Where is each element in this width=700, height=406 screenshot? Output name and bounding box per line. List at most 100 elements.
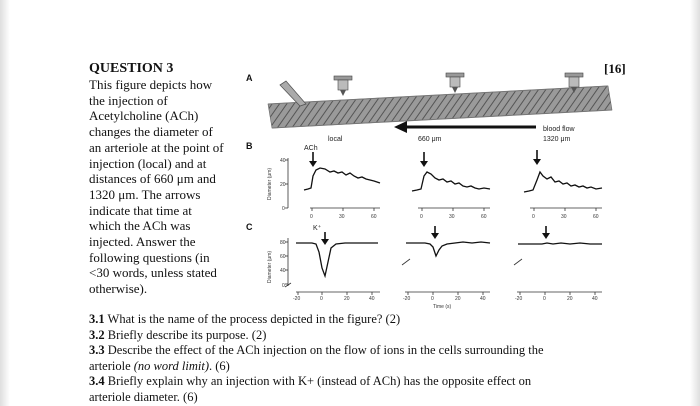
distance-1320-label: 1320 μm bbox=[543, 136, 571, 143]
subquestion-3-2: 3.2 Briefly describe its purpose. (2) bbox=[89, 328, 649, 344]
electrode-660-icon bbox=[445, 72, 465, 93]
electrode-local-icon bbox=[333, 75, 353, 96]
subquestion-3-3-cont: arteriole (no word limit). (6) bbox=[89, 359, 649, 375]
question-description: This figure depicts how the injection of… bbox=[89, 77, 239, 297]
question-title: QUESTION 3 bbox=[89, 61, 174, 76]
b-ylabel: Diameter (μm) bbox=[267, 168, 273, 200]
local-k-trace bbox=[296, 242, 378, 279]
description-line: This figure depicts how bbox=[89, 77, 213, 92]
1320-diameter-trace bbox=[523, 170, 603, 193]
c-ylabel: Diameter (μm) bbox=[267, 251, 273, 283]
description-line: which the ACh was bbox=[89, 218, 191, 234]
description-line: distances of 660 μm and bbox=[89, 171, 216, 187]
description-line: following questions (in bbox=[89, 249, 210, 265]
subquestion-3-3: 3.3 Describe the effect of the ACh injec… bbox=[89, 343, 649, 359]
description-line: the injection of bbox=[89, 92, 168, 108]
panel-b-1320-plot bbox=[523, 150, 603, 211]
c-xtick: 40 bbox=[592, 296, 598, 302]
subquestion-number: 3.1 bbox=[89, 312, 105, 326]
c-xtick: 0 bbox=[543, 296, 546, 302]
b-ytick: 40 bbox=[280, 158, 286, 164]
subquestion-text: Describe the effect of the ACh injection… bbox=[107, 343, 544, 358]
k-arrow-660-head bbox=[431, 233, 439, 239]
ach-label: ACh bbox=[304, 145, 318, 152]
blood-flow-arrow bbox=[394, 121, 536, 133]
local-label: local bbox=[328, 136, 343, 143]
c-xtick: 40 bbox=[369, 296, 375, 302]
description-line: otherwise). bbox=[89, 281, 148, 297]
panel-c-local-plot bbox=[296, 232, 380, 295]
subquestion-emphasis: (no word limit) bbox=[133, 358, 209, 373]
b-xtick: 60 bbox=[481, 214, 487, 220]
660-diameter-trace bbox=[411, 171, 491, 192]
description-line: injection (local) and at bbox=[89, 155, 207, 171]
1320-k-trace bbox=[518, 242, 602, 245]
panel-c-y-axis bbox=[284, 238, 292, 288]
panel-c-label: C bbox=[246, 222, 253, 232]
description-line: changes the diameter of bbox=[89, 124, 213, 140]
local-diameter-trace bbox=[303, 167, 381, 191]
c-xtick: 0 bbox=[320, 296, 323, 302]
injection-pipette bbox=[279, 80, 307, 107]
page-shadow-right bbox=[690, 0, 700, 406]
description-line: indicate that time at bbox=[89, 202, 192, 218]
subquestion-text: Briefly explain why an injection with K+… bbox=[107, 374, 532, 389]
b-xtick: 60 bbox=[593, 214, 599, 220]
subquestion-3-4-cont: arteriole diameter. (6) bbox=[89, 390, 649, 406]
subquestion-text: Briefly describe its purpose. (2) bbox=[107, 327, 267, 342]
c-xtick: 20 bbox=[455, 296, 461, 302]
subquestion-3-1: 3.1 What is the name of the process depi… bbox=[89, 312, 649, 328]
c-ytick: 40 bbox=[280, 268, 286, 274]
b-xtick: 30 bbox=[449, 214, 455, 220]
c-xtick: 20 bbox=[567, 296, 573, 302]
panel-b-local-plot bbox=[303, 152, 381, 211]
subquestion-text: . (6) bbox=[209, 358, 230, 373]
question-marks: [16] bbox=[604, 61, 626, 76]
660-k-trace bbox=[406, 241, 491, 258]
description-line: injected. Answer the bbox=[89, 234, 196, 250]
c-xlabel: Time (s) bbox=[433, 304, 451, 310]
description-line: 1320 μm. The arrows bbox=[89, 186, 201, 202]
ach-arrow-1320-head bbox=[533, 159, 541, 165]
b-xtick: 30 bbox=[561, 214, 567, 220]
c-xtick: 40 bbox=[480, 296, 486, 302]
description-line: <30 words, unless stated bbox=[89, 265, 217, 281]
blood-flow-label: blood flow bbox=[543, 126, 575, 133]
ach-arrow-local-head bbox=[309, 161, 317, 167]
ach-arrow-660-head bbox=[420, 161, 428, 167]
b-xtick: 0 bbox=[310, 214, 313, 220]
c-xtick: -20 bbox=[293, 296, 300, 302]
description-line: Acetylcholine (ACh) bbox=[89, 108, 199, 124]
subquestion-text: arteriole diameter. (6) bbox=[89, 389, 198, 404]
panel-b-label: B bbox=[246, 141, 253, 151]
k-arrow-local-head bbox=[321, 239, 329, 245]
panel-c-660-plot bbox=[401, 226, 491, 295]
b-xtick: 30 bbox=[339, 214, 345, 220]
arteriole-vessel bbox=[267, 85, 613, 129]
c-ytick: 80 bbox=[280, 240, 286, 246]
k-label: K⁺ bbox=[313, 224, 322, 232]
subquestion-list: 3.1 What is the name of the process depi… bbox=[89, 312, 649, 406]
panel-b-660-plot bbox=[411, 152, 491, 211]
b-xtick: 0 bbox=[532, 214, 535, 220]
page-shadow-left bbox=[0, 0, 10, 406]
k-arrow-1320-head bbox=[542, 233, 550, 239]
subquestion-3-4: 3.4 Briefly explain why an injection wit… bbox=[89, 374, 649, 390]
subquestion-number: 3.2 bbox=[89, 327, 105, 342]
description-line: an arteriole at the point of bbox=[89, 139, 224, 155]
b-xtick: 60 bbox=[371, 214, 377, 220]
c-xtick: -20 bbox=[515, 296, 522, 302]
c-ytick: 0 bbox=[282, 283, 285, 289]
subquestion-text: What is the name of the process depicted… bbox=[107, 312, 401, 326]
panel-a-label: A bbox=[246, 73, 253, 83]
electrode-1320-icon bbox=[564, 72, 584, 93]
c-xtick: 20 bbox=[344, 296, 350, 302]
b-ytick: 20 bbox=[280, 182, 286, 188]
panel-b-y-axis bbox=[285, 158, 289, 209]
subquestion-number: 3.3 bbox=[89, 343, 105, 358]
b-ytick: 0 bbox=[282, 206, 285, 212]
b-xtick: 0 bbox=[420, 214, 423, 220]
distance-660-label: 660 μm bbox=[418, 136, 442, 143]
subquestion-number: 3.4 bbox=[89, 374, 105, 389]
